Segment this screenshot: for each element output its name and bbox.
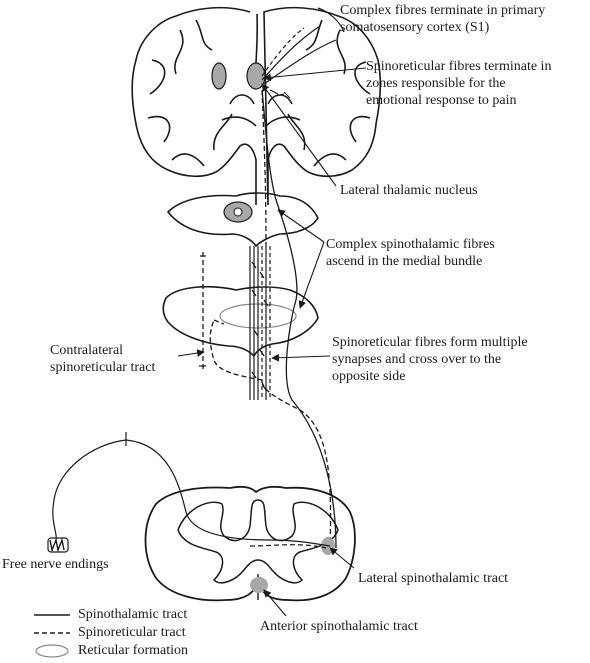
legend-item-reticular: Reticular formation <box>34 642 264 659</box>
peripheral-nerve <box>52 432 331 549</box>
spinoreticular-ascending <box>261 89 332 551</box>
spinothalamic-ascending <box>261 89 337 549</box>
legend-item-spinoreticular: Spinoreticular tract <box>34 624 264 641</box>
free-nerve-endings-icon <box>49 537 65 553</box>
label-medial-bundle: Complex spinothalamic fibres ascend in t… <box>326 236 495 270</box>
legend-ellipse-icon <box>35 644 69 658</box>
label-synapses-line-2: synapses and cross over to the <box>332 352 502 367</box>
label-synapses-line-3: opposite side <box>332 369 406 384</box>
label-s1-line-1: Complex fibres terminate in primary <box>340 3 546 18</box>
label-multiple-synapses: Spinoreticular fibres form multiple syna… <box>332 334 528 385</box>
crossing-fibres <box>209 319 263 381</box>
legend-label-spinothalamic: Spinothalamic tract <box>78 607 188 622</box>
cortical-fibres <box>261 7 345 99</box>
label-lateral-spinothalamic: Lateral spinothalamic tract <box>358 570 508 587</box>
label-medial-line-1: Complex spinothalamic fibres <box>326 237 495 252</box>
legend-solid-line-icon <box>34 614 70 616</box>
label-lateral-st-line-1: Lateral spinothalamic tract <box>358 571 509 586</box>
label-thalamic-line-1: Lateral thalamic nucleus <box>340 183 478 198</box>
ventricles <box>221 94 301 127</box>
anterior-spinothalamic-shaded <box>250 577 268 593</box>
label-s1-termination: Complex fibres terminate in primary soma… <box>340 2 545 36</box>
pons-section <box>162 285 319 358</box>
label-emotion-line-3: emotional response to pain <box>366 93 517 108</box>
brain-outline <box>131 6 381 206</box>
label-free-nerve-endings: Free nerve endings <box>2 556 109 573</box>
label-medial-line-2: ascend in the medial bundle <box>326 254 483 269</box>
brain-gyri-right <box>287 19 371 167</box>
medial-bundle <box>249 246 271 400</box>
legend-item-spinothalamic: Spinothalamic tract <box>34 606 264 623</box>
brain-gyri-left <box>147 19 233 167</box>
label-synapses-line-1: Spinoreticular fibres form multiple <box>332 335 528 350</box>
insula-shaded-left <box>211 62 227 90</box>
label-lateral-thalamic: Lateral thalamic nucleus <box>340 182 478 199</box>
label-anterior-st-line-1: Anterior spinothalamic tract <box>260 619 418 634</box>
spinal-cord-outline <box>144 485 356 602</box>
label-contralateral-line-2: spinoreticular tract <box>50 360 156 375</box>
pointer-lines <box>177 67 367 617</box>
legend-dashed-line-icon <box>34 632 70 634</box>
label-anterior-spinothalamic: Anterior spinothalamic tract <box>260 618 418 635</box>
legend-label-reticular: Reticular formation <box>78 643 189 658</box>
label-free-nerve-line-1: Free nerve endings <box>2 557 109 572</box>
label-emotion-line-2: zones responsible for the <box>366 76 506 91</box>
ascending-tracts <box>209 89 337 551</box>
label-spinoreticular-emotion: Spinoreticular fibres terminate in zones… <box>366 58 551 109</box>
legend-label-spinoreticular: Spinoreticular tract <box>78 625 186 640</box>
brain-section <box>131 6 381 206</box>
midbrain-section <box>166 192 319 248</box>
label-s1-line-2: somatosensory cortex (S1) <box>340 20 490 35</box>
label-contralateral-line-1: Contralateral <box>50 343 124 358</box>
label-contralateral-tract: Contralateral spinoreticular tract <box>50 342 155 376</box>
grey-matter <box>177 499 339 584</box>
label-emotion-line-1: Spinoreticular fibres terminate in <box>366 59 552 74</box>
